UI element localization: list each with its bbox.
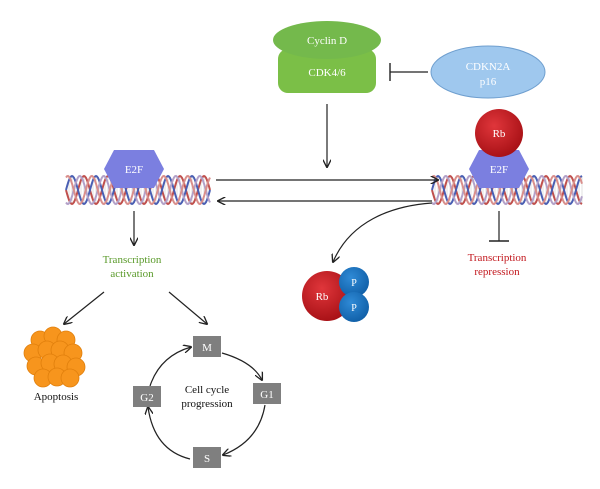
apoptotic-body <box>60 368 80 388</box>
rb-e2f-complex: E2F Rb <box>469 109 529 188</box>
e2f-left-label: E2F <box>125 164 143 176</box>
e2f-right-hexagon <box>469 150 529 188</box>
phosphate-bottom-label: P <box>351 303 357 314</box>
phase-g2-label: G2 <box>140 392 153 404</box>
apoptosis-label: Apoptosis <box>34 391 79 403</box>
arrow-to-cell-cycle <box>168 291 207 324</box>
phosphate-top-circle <box>339 267 369 297</box>
inhibition-to-repression <box>489 211 509 242</box>
rb-phospho-label: Rb <box>316 291 329 303</box>
phase-s-label: S <box>204 453 210 465</box>
arrow-phosphorylation <box>333 202 433 262</box>
phase-g1-box <box>253 383 281 404</box>
cell-cycle: M G1 S G2 Cell cycle progression <box>133 336 281 468</box>
transcription-repression-label-2: repression <box>474 266 520 278</box>
phosphate-bottom-circle <box>339 292 369 322</box>
cdkn2a-ellipse <box>430 45 546 99</box>
cdk46-box <box>278 49 376 93</box>
dna-strand <box>431 174 583 206</box>
phase-s-box <box>193 447 221 468</box>
cycle-arc-g1-s <box>223 404 266 455</box>
rb-phosphorylated-complex: Rb P P <box>302 267 369 322</box>
phase-g1-label: G1 <box>260 389 273 401</box>
cycle-arc-g2-m <box>149 347 191 387</box>
phase-g2-box <box>133 386 161 407</box>
transcription-activation-label-2: activation <box>110 268 154 280</box>
e2f-right-label: E2F <box>490 164 508 176</box>
dna-strand <box>65 174 211 206</box>
cdkn2a-node: CDKN2A p16 <box>430 45 546 99</box>
rb-bound-circle <box>475 109 523 157</box>
e2f-left-hexagon <box>104 150 164 188</box>
cell-cycle-label-1: Cell cycle <box>185 384 229 396</box>
dna-strand <box>431 174 583 206</box>
phosphate-top-label: P <box>351 278 357 289</box>
cyclin-d-label: Cyclin D <box>307 35 347 47</box>
cdk46-label: CDK4/6 <box>308 67 346 79</box>
cdk-complex: Cyclin D CDK4/6 <box>273 21 381 93</box>
cdkn2a-label: CDKN2A <box>466 61 511 73</box>
cell-cycle-label-2: progression <box>181 398 233 410</box>
phase-m-label: M <box>202 342 212 354</box>
cycle-arc-m-g1 <box>221 352 262 380</box>
dna-helix-right <box>431 174 583 206</box>
transcription-repression-label-1: Transcription <box>468 252 527 264</box>
p16-label: p16 <box>480 76 497 88</box>
rb-bound-label: Rb <box>493 128 506 140</box>
apoptosis-cell-cluster <box>23 326 86 388</box>
phase-m-box <box>193 336 221 357</box>
cycle-arc-s-g2 <box>148 407 191 460</box>
arrow-to-apoptosis <box>64 291 105 324</box>
transcription-activation-label-1: Transcription <box>103 254 162 266</box>
inhibition-cdkn2a-cdk46 <box>389 63 428 81</box>
cyclin-d-ellipse <box>273 21 381 59</box>
dna-strand <box>65 174 211 206</box>
e2f-left-node: E2F <box>104 150 164 188</box>
